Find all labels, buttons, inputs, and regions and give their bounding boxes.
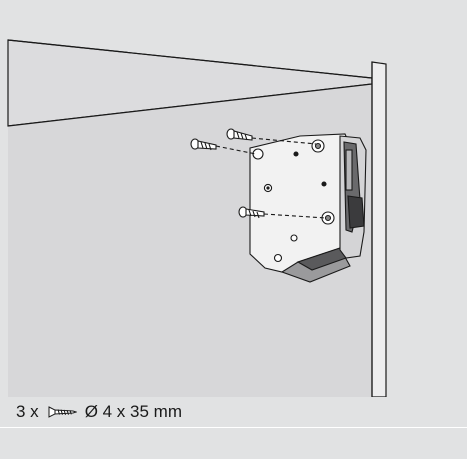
screw-lower-icon	[238, 206, 327, 219]
lift-mechanism	[249, 133, 367, 283]
cabinet-side-panel	[371, 61, 387, 397]
ceiling-back-edge	[7, 83, 373, 127]
screw-middle-icon	[190, 138, 257, 155]
ceiling-front-edge	[7, 39, 373, 79]
screw-upper-icon	[226, 128, 317, 145]
screws	[190, 128, 327, 219]
mounting-illustration	[7, 39, 387, 397]
screw-spec-caption: 3 x Ø 4 x 35 mm	[0, 397, 467, 427]
screw-dimensions: Ø 4 x 35 mm	[84, 402, 182, 421]
mounting-hole-top-left	[252, 148, 264, 160]
screw-quantity: 3 x	[16, 402, 39, 421]
footer-bar	[0, 428, 467, 459]
countersunk-screw-icon	[48, 406, 77, 418]
caption-divider	[0, 427, 467, 428]
